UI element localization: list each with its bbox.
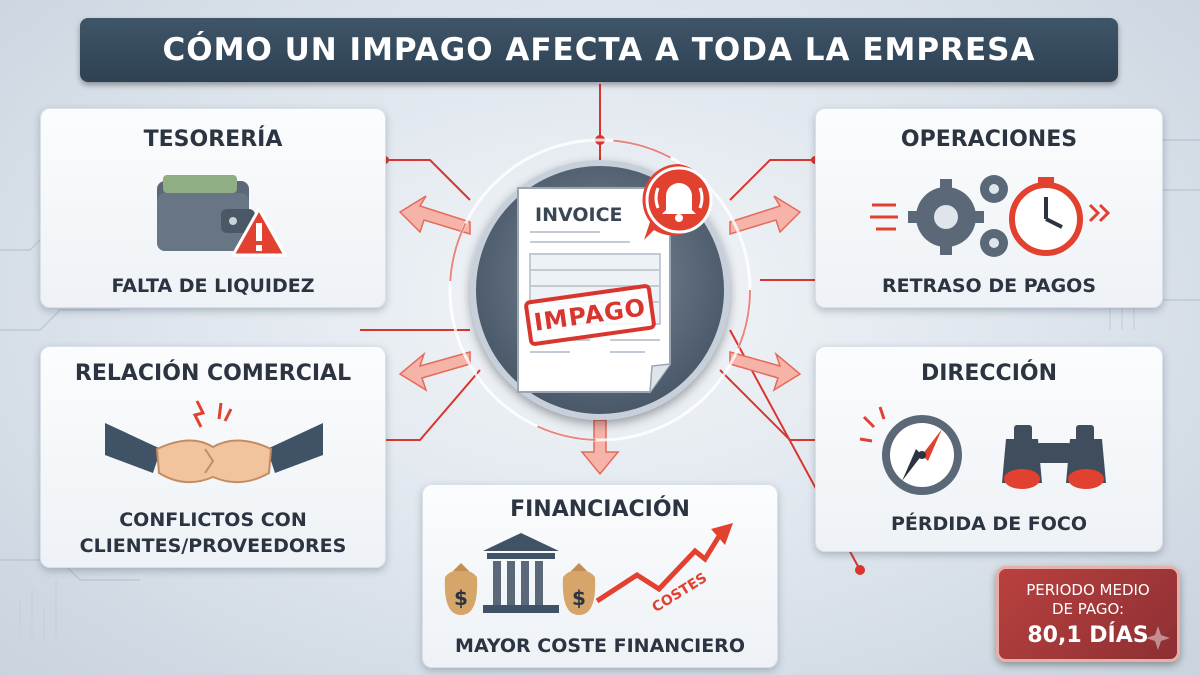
- gears-stopwatch-icon: [870, 175, 1111, 257]
- card-tesoreria: TESORERÍA FALTA DE LIQUIDEZ: [40, 108, 386, 308]
- svg-text:$: $: [572, 586, 586, 610]
- card-caption: PÉRDIDA DE FOCO: [890, 513, 1088, 535]
- card-caption: RETRASO DE PAGOS: [881, 275, 1097, 297]
- compass-binoculars-icon: [859, 406, 1106, 495]
- badge-value: 80,1 DÍAS: [1027, 623, 1149, 648]
- bank-rising-costs-icon: $ $: [444, 523, 733, 615]
- page-title: CÓMO UN IMPAGO AFECTA A TODA LA EMPRESA: [162, 32, 1036, 68]
- card-caption-line1: CONFLICTOS CON: [119, 509, 307, 531]
- card-caption: FALTA DE LIQUIDEZ: [111, 275, 315, 297]
- card-financiacion: FINANCIACIÓN $ $ COSTES MAYOR COSTE FINA…: [422, 484, 778, 668]
- card-title: TESORERÍA: [143, 127, 283, 152]
- card-caption-line2: CLIENTES/PROVEEDORES: [79, 535, 347, 557]
- invoice-label: INVOICE: [535, 204, 623, 226]
- broken-handshake-icon: [105, 400, 323, 484]
- periodo-medio-badge: PERIODO MEDIO DE PAGO: 80,1 DÍAS: [996, 566, 1180, 662]
- badge-line1: PERIODO MEDIO: [1026, 581, 1150, 599]
- card-title: FINANCIACIÓN: [510, 497, 690, 522]
- card-title: RELACIÓN COMERCIAL: [74, 361, 352, 386]
- wallet-warning-icon: [157, 175, 288, 257]
- card-title: OPERACIONES: [900, 127, 1078, 152]
- card-caption: MAYOR COSTE FINANCIERO: [455, 635, 745, 657]
- bell-alert-icon: [642, 163, 713, 240]
- sparkle-icon: [1146, 626, 1170, 650]
- title-banner: CÓMO UN IMPAGO AFECTA A TODA LA EMPRESA: [80, 18, 1118, 82]
- card-direccion: DIRECCIÓN PÉRDIDA DE FOCO: [815, 346, 1163, 552]
- badge-line2: DE PAGO:: [1051, 600, 1125, 618]
- impago-stamp-text: IMPAGO: [532, 293, 648, 337]
- card-title: DIRECCIÓN: [920, 361, 1057, 386]
- svg-text:$: $: [454, 586, 468, 610]
- card-relacion-comercial: RELACIÓN COMERCIAL CONFLICTOS CON CLIENT…: [40, 346, 386, 568]
- card-operaciones: OPERACIONES RETRASO DE PAGOS: [815, 108, 1163, 308]
